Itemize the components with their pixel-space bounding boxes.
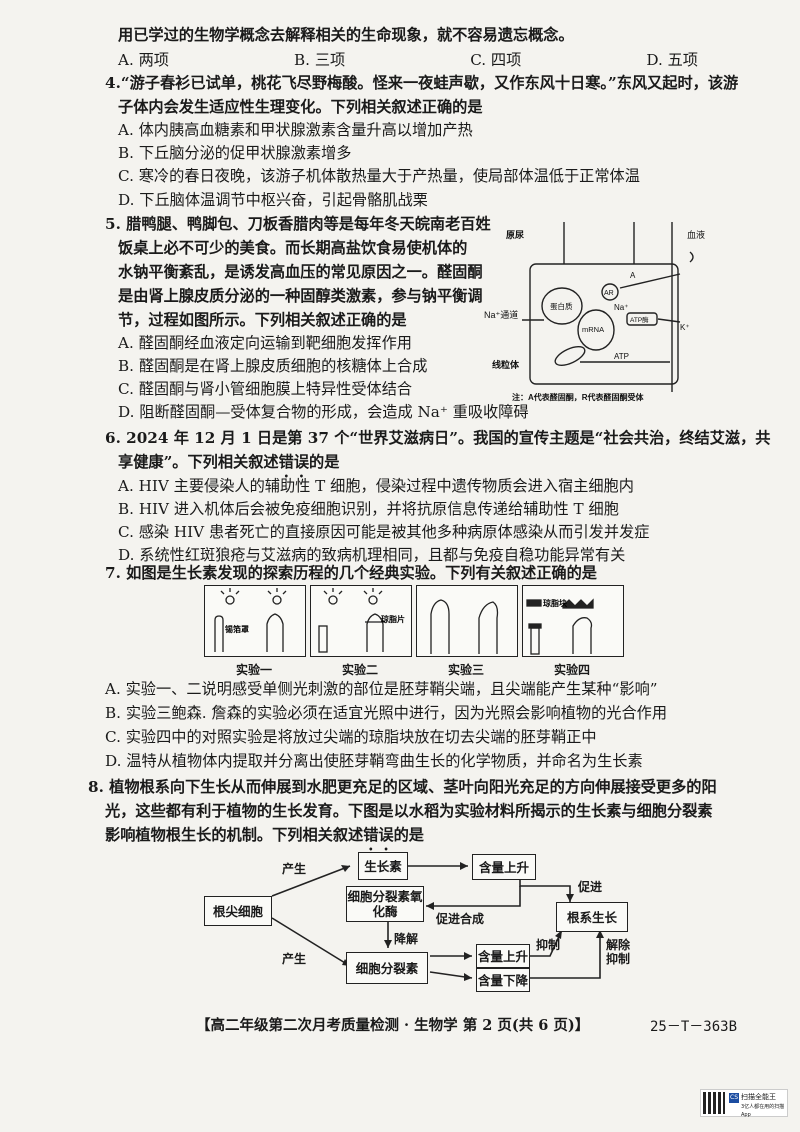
q4-option-b: B. 下丘脑分泌的促甲状腺激素增多	[118, 144, 352, 162]
release-inhibit-label: 解除抑制	[606, 938, 631, 966]
tinfoil-cap-label: 锡箔罩	[225, 624, 249, 634]
experiment-2-label: 实验二	[341, 663, 378, 677]
q7-option-a: A. 实验一、二说明感受单侧光刺激的部位是胚芽鞘尖端，且尖端能产生某种“影响”	[105, 680, 658, 698]
page-footer: 【高二年级第二次月考质量检测 · 生物学 第 2 页(共 6 页)】	[196, 1017, 590, 1034]
experiment-4-label: 实验四	[553, 663, 590, 677]
q6-emphasis: 错误	[278, 453, 309, 471]
agar-block-label: 琼脂块	[543, 598, 568, 608]
q6-option-d: D. 系统性红斑狼疮与艾滋病的致病机理相同，且都与免疫自稳功能异常有关	[118, 546, 626, 564]
flow-arrows	[271, 862, 604, 981]
option-c: C. 四项	[470, 51, 522, 69]
inhibit-label: 抑制	[536, 938, 561, 952]
q6-stem-end: 的是	[309, 453, 340, 471]
aldosterone-diagram: 原尿 血液 蛋白质 mRNA AR A Na⁺通道 Na⁺ ATP酶 K⁺ AT…	[484, 222, 705, 402]
q5-option-a: A. 醛固酮经血液定向运输到靶细胞发挥作用	[118, 334, 412, 352]
q8-stem-line3: 影响植物根生长的机制。下列相关叙述错误的是	[105, 825, 424, 854]
scanner-subtitle: 3亿人都在用的扫描App	[741, 1104, 785, 1118]
experiment-2-drawing: 琼脂片	[318, 588, 405, 653]
q4-option-d: D. 下丘脑体温调节中枢兴奋，引起骨骼肌战栗	[118, 191, 428, 209]
label-protein: 蛋白质	[550, 301, 573, 311]
label-na: Na⁺	[614, 303, 628, 312]
q7-stem: 7. 如图是生长素发现的探索历程的几个经典实验。下列有关叙述正确的是	[105, 564, 597, 582]
experiment-2-panel: 琼脂片	[310, 585, 412, 657]
q5-stem-line4: 是由肾上腺皮质分泌的一种固醇类激素，参与钠平衡调	[118, 287, 483, 305]
experiment-1-drawing: 锡箔罩	[214, 588, 287, 652]
option-a: A. 两项	[118, 51, 169, 69]
label-ar: AR	[604, 290, 614, 297]
label-urine: 原尿	[506, 230, 524, 240]
prev-question-tail: 用已学过的生物学概念去解释相关的生命现象，就不容易遗忘概念。	[118, 26, 574, 44]
camscanner-logo-icon: CS	[729, 1093, 739, 1103]
degrade-label: 降解	[394, 932, 419, 946]
cytokinin-rise-box: 含量上升	[476, 944, 530, 968]
q6-stem-text: 享健康”。下列相关叙述	[118, 453, 279, 471]
auxin-cytokinin-flow-diagram: 根尖细胞 产生 产生 生长素 含量上升 细胞分裂素氧化酶 促进合成 降解 细胞分…	[190, 838, 650, 1008]
label-k: K⁺	[680, 323, 690, 332]
option-b: B. 三项	[294, 51, 346, 69]
auxin-box: 生长素	[358, 852, 408, 880]
q5-option-b: B. 醛固酮是在肾上腺皮质细胞的核糖体上合成	[118, 357, 428, 375]
q5-stem-line2: 饭桌上必不可少的美食。而长期高盐饮食易使机体的	[118, 239, 468, 257]
q7-option-b: B. 实验三鲍森. 詹森的实验必须在适宜光照中进行，因为光照会影响植物的光合作用	[105, 704, 668, 722]
q5-stem-line1: 5. 腊鸭腿、鸭脚包、刀板香腊肉等是每年冬天皖南老百姓	[105, 215, 491, 233]
paper-code: 25－T－363B	[650, 1019, 738, 1035]
q8-stem-line2: 光，这些都有利于植物的生长发育。下图是以水稻为实验材料所揭示的生长素与细胞分裂素	[105, 802, 713, 820]
q8-stem-text: 影响植物根生长的机制。下列相关叙述	[105, 826, 364, 844]
cytokinin-fall-box: 含量下降	[476, 968, 530, 992]
q6-stem-line1: 6. 2024 年 12 月 1 日是第 37 个“世界艾滋病日”。我国的宣传主…	[105, 429, 771, 447]
agar-sheet-label: 琼脂片	[381, 614, 405, 624]
q8-emphasis: 错误	[363, 826, 394, 844]
option-d: D. 五项	[646, 51, 698, 69]
experiment-3-panel	[416, 585, 518, 657]
root-growth-box: 根系生长	[556, 902, 628, 932]
q7-option-c: C. 实验四中的对照实验是将放过尖端的琼脂块放在切去尖端的胚芽鞘正中	[105, 728, 597, 746]
cytokinin-oxidase-box: 细胞分裂素氧化酶	[346, 886, 424, 922]
label-na-channel: Na⁺通道	[484, 309, 518, 320]
label-a: A	[630, 271, 636, 280]
q4-option-c: C. 寒冷的春日夜晚，该游子机体散热量大于产热量，使局部体温低于正常体温	[118, 167, 640, 185]
prev-question-options: A. 两项 B. 三项 C. 四项 D. 五项	[118, 48, 738, 70]
label-mitochondria: 线粒体	[492, 359, 520, 370]
q4-option-a: A. 体内胰高血糖素和甲状腺激素含量升高以增加产热	[118, 121, 473, 139]
experiment-1-label: 实验一	[235, 663, 272, 677]
q8-stem-end: 的是	[393, 826, 424, 844]
q5-option-d: D. 阻断醛固酮—受体复合物的形成，会造成 Na⁺ 重吸收障碍	[118, 403, 529, 421]
scanner-watermark: CS 扫描全能王 3亿人都在用的扫描App	[700, 1089, 788, 1118]
figure-note: 注：A代表醛固酮，R代表醛固酮受体	[512, 392, 645, 402]
q7-option-d: D. 温特从植物体内提取并分离出使胚芽鞘弯曲生长的化学物质，并命名为生长素	[105, 752, 643, 770]
label-mrna: mRNA	[582, 325, 604, 334]
q5-stem-line5: 节，过程如图所示。下列相关叙述正确的是	[118, 311, 407, 329]
q4-stem-line1: 4.“游子春衫已试单，桃花飞尽野梅酸。怪来一夜蛙声歇，又作东风十日寒。”东风又起…	[105, 74, 739, 92]
scanner-name: 扫描全能王 3亿人都在用的扫描App	[741, 1092, 787, 1118]
auxin-experiments-figure: 锡箔罩 琼脂片	[204, 585, 624, 677]
q5-stem-line3: 水钠平衡紊乱，是诱发高血压的常见原因之一。醛固酮	[118, 263, 483, 281]
qr-code-icon	[703, 1092, 725, 1114]
q6-option-c: C. 感染 HIV 患者死亡的直接原因可能是被其他多种病原体感染从而引发并发症	[118, 523, 650, 541]
q6-option-b: B. HIV 进入机体后会被免疫细胞识别，并将抗原信息传递给辅助性 T 细胞	[118, 500, 619, 518]
root-tip-cell-box: 根尖细胞	[204, 896, 272, 926]
q5-option-c: C. 醛固酮与肾小管细胞膜上特异性受体结合	[118, 380, 413, 398]
label-atp: ATP	[614, 352, 629, 361]
aldosterone-figure: 原尿 血液 蛋白质 mRNA AR A Na⁺通道 Na⁺ ATP酶 K⁺ AT…	[484, 222, 720, 412]
experiment-3-label: 实验三	[447, 663, 484, 677]
auxin-rise-box: 含量上升	[472, 854, 536, 880]
experiment-1-panel: 锡箔罩	[204, 585, 306, 657]
label-blood: 血液	[687, 229, 705, 240]
produce-label-1: 产生	[282, 862, 307, 876]
label-atpase: ATP酶	[630, 315, 649, 324]
q6-stem-line2: 享健康”。下列相关叙述错误的是	[118, 452, 339, 481]
experiment-4-panel: 琼脂块	[522, 585, 624, 657]
promote-synthesis-label: 促进合成	[436, 912, 485, 926]
scanner-title: 扫描全能王	[741, 1093, 776, 1101]
produce-label-2: 产生	[282, 952, 307, 966]
experiment-3-drawing	[430, 599, 499, 654]
cytokinin-box: 细胞分裂素	[346, 952, 428, 984]
experiment-4-drawing: 琼脂块	[526, 598, 594, 655]
q4-stem-line2: 子体内会发生适应性生理变化。下列相关叙述正确的是	[118, 98, 483, 116]
q6-option-a: A. HIV 主要侵染人的辅助性 T 细胞，侵染过程中遗传物质会进入宿主细胞内	[118, 477, 634, 495]
q8-stem-line1: 8. 植物根系向下生长从而伸展到水肥更充足的区域、茎叶向阳光充足的方向伸展接受更…	[88, 778, 717, 796]
promote-label: 促进	[578, 880, 603, 894]
